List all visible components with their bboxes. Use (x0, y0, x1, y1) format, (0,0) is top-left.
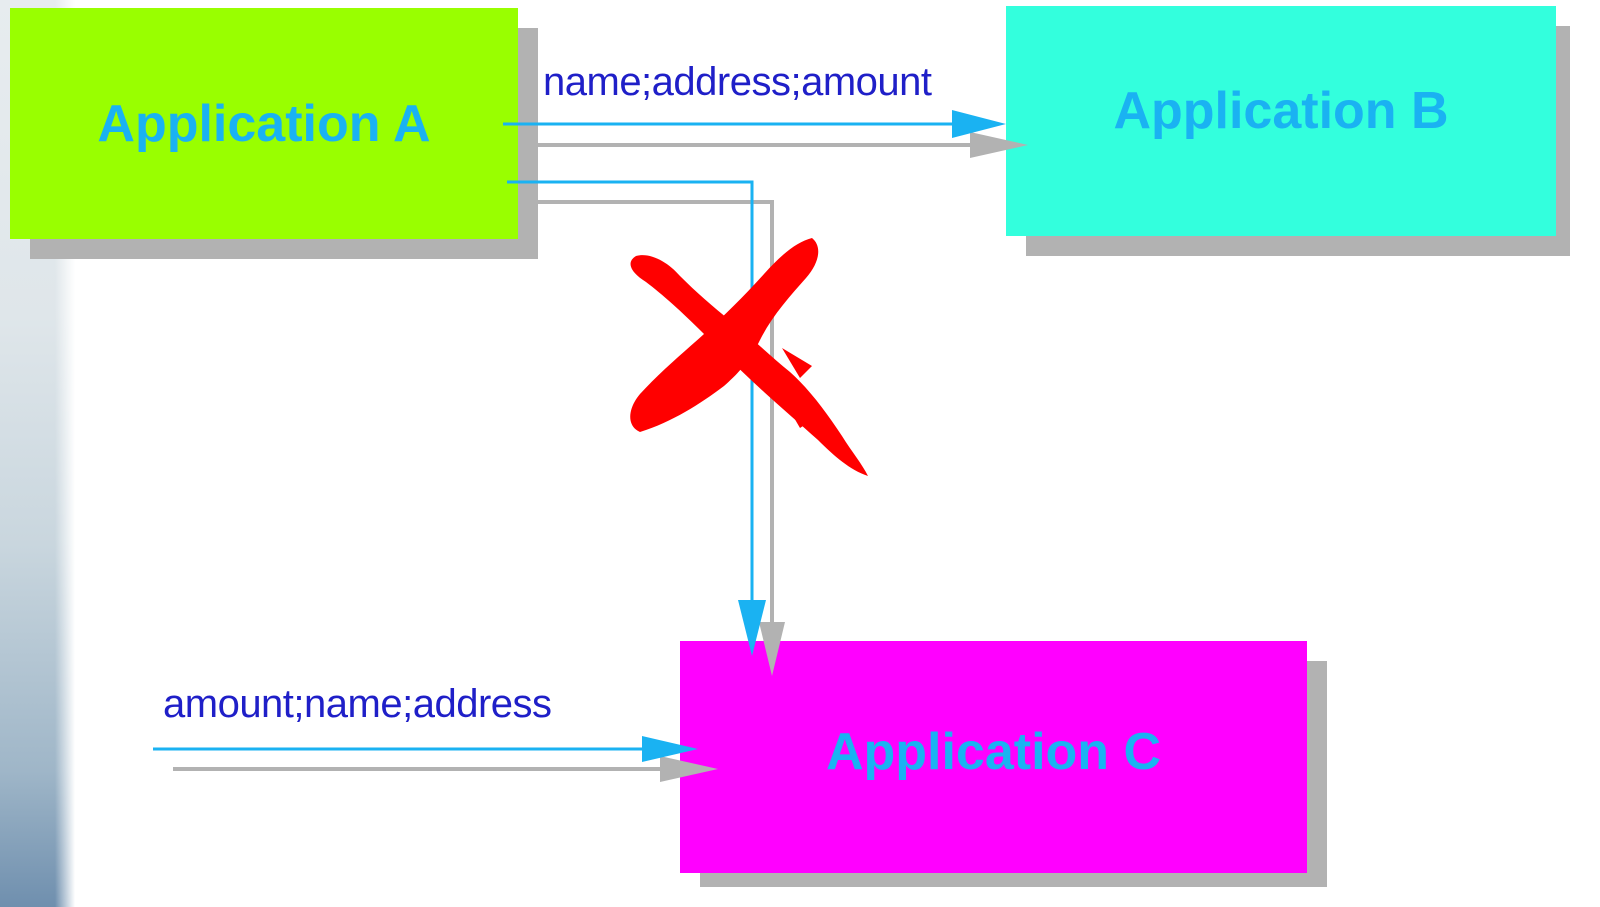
arrow-a-to-b-blue (503, 110, 1006, 138)
arrow-external-to-c-blue (153, 736, 698, 762)
arrow-a-to-b-gray (537, 132, 1028, 158)
application-c-label: Application C (825, 723, 1162, 781)
message-label-a-to-b: name;address;amount (543, 60, 932, 104)
message-label-to-c: amount;name;address (163, 682, 552, 726)
arrow-a-to-c-blue (507, 180, 766, 656)
application-c-box: Application C (680, 641, 1307, 873)
application-a-box: Application A (10, 8, 518, 239)
application-a-label: Application A (97, 94, 431, 153)
arrow-external-to-c-gray (173, 756, 718, 782)
application-b-label: Application B (1113, 82, 1449, 140)
red-x-cross-icon (630, 238, 868, 476)
application-b-box: Application B (1006, 6, 1556, 236)
arrow-a-to-c-gray (537, 200, 785, 676)
